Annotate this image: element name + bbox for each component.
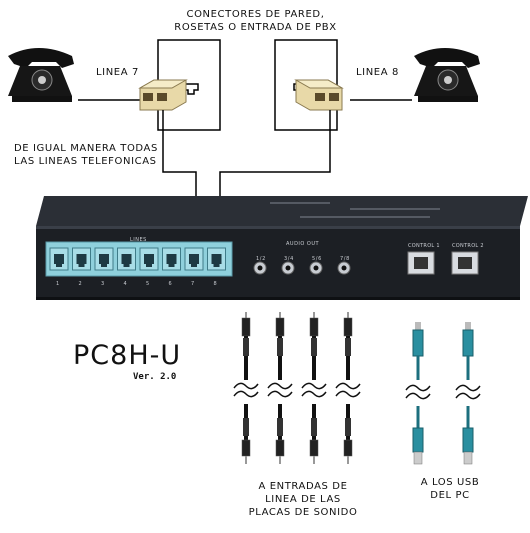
- audio-caption-line1: A ENTRADAS DE: [258, 481, 348, 492]
- audio-cable: [233, 312, 259, 464]
- rj-port: [162, 247, 181, 271]
- audio-caption-line2: LINEA DE LAS: [265, 494, 341, 505]
- port-number: 5: [146, 281, 150, 287]
- audio-caption: A ENTRADAS DE LINEA DE LAS PLACAS DE SON…: [238, 480, 368, 519]
- audio-caption-line3: PLACAS DE SONIDO: [248, 507, 358, 518]
- rj-port: [184, 247, 204, 271]
- all-lines-note-line2: LAS LINEAS TELEFONICAS: [14, 156, 157, 167]
- port-number: 7: [191, 281, 195, 287]
- audio-number: 1/2: [256, 256, 266, 262]
- device-lines-label: LINES: [130, 237, 147, 243]
- audio-jack: [337, 261, 351, 275]
- telephone-icon-right: [414, 48, 480, 102]
- audio-cable: [267, 312, 293, 464]
- product-name: PC8H-U: [73, 340, 182, 371]
- rj-port: [49, 247, 69, 271]
- device-audio-label: AUDIO OUT: [286, 241, 320, 247]
- all-lines-note: DE IGUAL MANERA TODAS LAS LINEAS TELEFON…: [14, 142, 158, 168]
- line-7-label: LINEA 7: [96, 67, 139, 78]
- usb-port-control-1: [407, 251, 435, 275]
- audio-cables: [233, 312, 361, 464]
- splitter-adapter-left: [138, 79, 188, 111]
- all-lines-note-line1: DE IGUAL MANERA TODAS: [14, 143, 158, 154]
- audio-number: 3/4: [284, 256, 294, 262]
- rj-port: [117, 247, 136, 271]
- rj-port: [94, 247, 114, 271]
- port-number: 4: [123, 281, 128, 287]
- line-8-label: LINEA 8: [356, 67, 399, 78]
- usb-port-control-2: [451, 251, 479, 275]
- usb-cable: [455, 322, 481, 465]
- rj-port: [207, 247, 226, 271]
- usb-cable: [405, 322, 431, 465]
- port-number: 2: [78, 281, 83, 287]
- audio-cable: [301, 312, 327, 464]
- usb-cables: [405, 322, 481, 465]
- pc8h-u-device: [36, 196, 528, 300]
- audio-out-jacks: [253, 261, 351, 275]
- device-control1-label: CONTROL 1: [408, 243, 440, 249]
- telephone-icon-left: [8, 48, 74, 102]
- port-number: 8: [213, 281, 218, 287]
- port-number: 6: [168, 281, 173, 287]
- audio-cable: [335, 312, 361, 464]
- usb-caption-line2: DEL PC: [430, 490, 470, 501]
- rj11-ports: [45, 241, 233, 277]
- audio-jack: [253, 261, 267, 275]
- usb-caption: A LOS USB DEL PC: [400, 476, 500, 502]
- rj-port: [139, 247, 159, 271]
- wall-connectors-caption: CONECTORES DE PARED, ROSETAS O ENTRADA D…: [168, 8, 343, 34]
- rj-port: [72, 247, 91, 271]
- usb-caption-line1: A LOS USB: [420, 477, 480, 488]
- product-version: Ver. 2.0: [133, 372, 177, 382]
- device-control2-label: CONTROL 2: [452, 243, 484, 249]
- wall-connectors-line2: ROSETAS O ENTRADA DE PBX: [174, 22, 337, 33]
- audio-jack: [281, 261, 295, 275]
- wall-connectors-line1: CONECTORES DE PARED,: [186, 9, 325, 20]
- audio-number: 5/6: [312, 256, 322, 262]
- audio-jack: [309, 261, 323, 275]
- port-number: 1: [56, 281, 60, 287]
- splitter-adapter-right: [294, 79, 344, 111]
- port-number: 3: [101, 281, 105, 287]
- audio-number: 7/8: [340, 256, 350, 262]
